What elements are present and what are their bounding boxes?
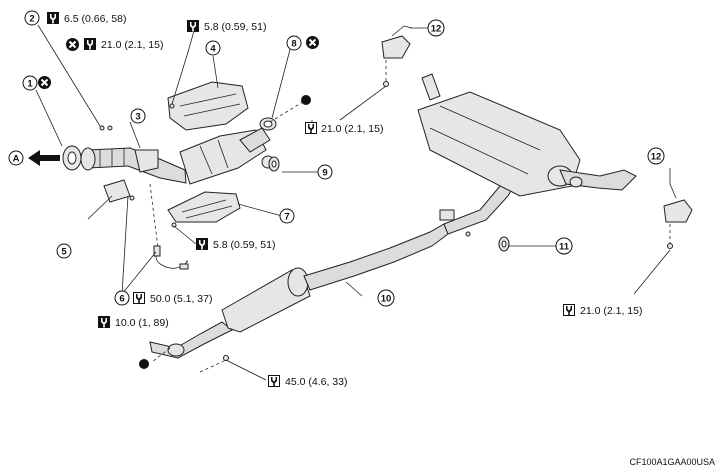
catalytic-converter: [179, 127, 275, 185]
torque-spec-8: 21.0 (2.1, 15): [305, 122, 383, 135]
bolts: [99, 125, 471, 361]
torque-value: 50.0 (5.1, 37): [150, 293, 212, 305]
torque-wrench-icon: [196, 238, 208, 250]
torque-spec-7: 5.8 (0.59, 51): [196, 238, 275, 251]
torque-spec-4: 5.8 (0.59, 51): [187, 20, 266, 33]
callout-12-top: 12: [427, 19, 445, 37]
ring-gasket: [259, 117, 277, 131]
part-number-2: 2: [29, 14, 34, 25]
callout-12-right: 12: [647, 147, 665, 165]
torque-value: 21.0 (2.1, 15): [580, 305, 642, 317]
part-number-8: 8: [291, 39, 296, 50]
torque-value: 6.5 (0.66, 58): [64, 13, 126, 25]
callout-4: 4: [205, 40, 221, 56]
torque-spec-5: 10.0 (1, 89): [98, 316, 169, 329]
torque-value: 21.0 (2.1, 15): [321, 123, 383, 135]
callout-9: 9: [317, 164, 333, 180]
torque-value: 45.0 (4.6, 33): [285, 376, 347, 388]
torque-value: 5.8 (0.59, 51): [213, 239, 275, 251]
torque-spec-12-right: 21.0 (2.1, 15): [563, 304, 642, 317]
torque-wrench-icon: [187, 20, 199, 32]
callout-6: 6: [114, 290, 130, 306]
callout-3: 3: [130, 108, 146, 124]
do-not-reuse-icon: [305, 35, 320, 50]
torque-wrench-icon: [98, 316, 110, 328]
do-not-reuse-icon: [37, 75, 52, 90]
mounting-rubber-9: [268, 156, 280, 172]
mounting-bracket-upper: [381, 25, 413, 87]
torque-spec-cross: 21.0 (2.1, 15): [65, 37, 163, 52]
torque-wrench-icon: [47, 12, 59, 24]
part-number-1: 1: [27, 79, 33, 90]
torque-spec-bottom: 45.0 (4.6, 33): [268, 375, 347, 388]
torque-value: 21.0 (2.1, 15): [101, 39, 163, 51]
torque-wrench-icon: [305, 122, 317, 134]
part-number-6: 6: [119, 294, 124, 305]
view-ref-label: A: [13, 154, 20, 165]
part-number-3: 3: [135, 112, 140, 123]
torque-wrench-icon: [84, 38, 96, 50]
callout-2: 2: [24, 10, 40, 26]
bracket: [103, 179, 135, 203]
center-muffler: [149, 175, 517, 359]
part-number-10: 10: [381, 294, 392, 305]
part-number-9: 9: [322, 168, 327, 179]
torque-value: 10.0 (1, 89): [115, 317, 169, 329]
part-number-7: 7: [284, 212, 289, 223]
figure-code: CF100A1GAA00USA: [629, 457, 715, 467]
callout-11: 11: [555, 237, 573, 255]
heated-oxygen-sensor: [153, 245, 189, 270]
callout-7: 7: [279, 208, 295, 224]
heat-insulator-upper: [167, 81, 249, 131]
torque-wrench-icon: [133, 292, 145, 304]
reference-dot-lower: [139, 359, 149, 369]
callout-1: 1: [22, 75, 52, 91]
part-number-12: 12: [651, 152, 662, 163]
torque-wrench-icon: [563, 304, 575, 316]
part-number-11: 11: [559, 242, 570, 253]
torque-spec-6: 50.0 (5.1, 37): [133, 292, 212, 305]
callout-5: 5: [56, 243, 72, 259]
main-muffler: [417, 73, 637, 197]
do-not-reuse-icon: [65, 37, 80, 52]
torque-wrench-icon: [268, 375, 280, 387]
part-number-5: 5: [61, 247, 67, 258]
part-number-12: 12: [431, 24, 442, 35]
callout-8: 8: [286, 35, 320, 51]
part-number-4: 4: [210, 44, 216, 55]
leader-lines: [35, 23, 677, 381]
mounting-rubber-11: [498, 236, 510, 252]
view-ref-a: A: [8, 150, 24, 166]
front-exhaust-tube: [62, 145, 187, 184]
heat-insulator-lower: [167, 191, 241, 228]
torque-spec-2: 6.5 (0.66, 58): [47, 12, 126, 25]
torque-value: 5.8 (0.59, 51): [204, 21, 266, 33]
mounting-bracket-right: [663, 199, 693, 249]
callout-10: 10: [377, 289, 395, 307]
front-arrow-icon: [28, 150, 60, 166]
